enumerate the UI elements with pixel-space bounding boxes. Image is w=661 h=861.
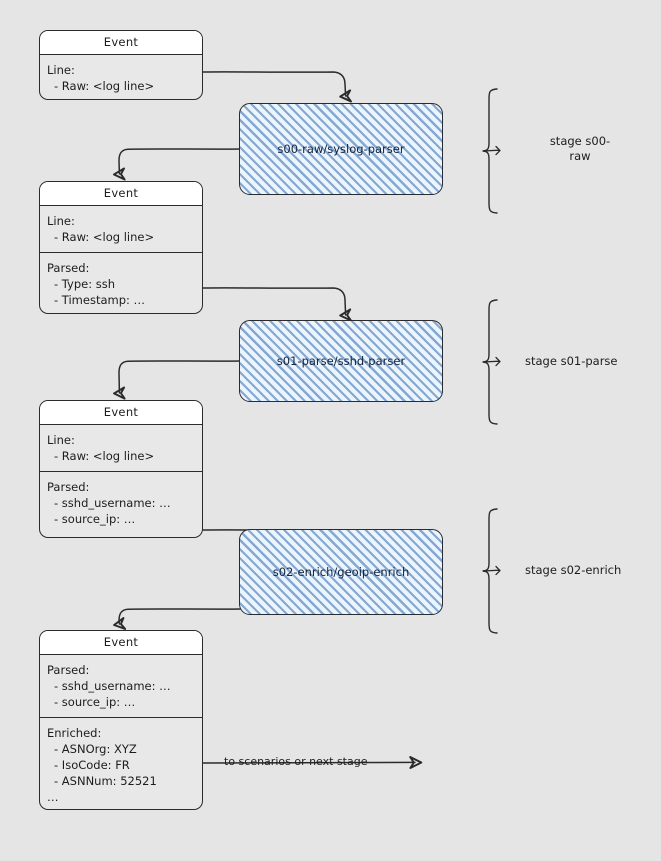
brace-stage-s02 [482,508,501,634]
stage-label-line1: stage s02-enrich [525,563,622,577]
event-box-1: Event Line: - Raw: <log line> [39,30,203,100]
compartment-ellipsis: … [47,790,59,804]
brace-stage-s01 [482,299,501,425]
event-compartment-parsed: Parsed: - Type: ssh - Timestamp: … … [40,252,202,313]
stage-label-s00-raw: stage s00- raw [525,134,635,164]
edge-event1-to-s00 [202,71,346,96]
compartment-title: Line: [47,214,75,228]
edge-event2-to-s01 [202,287,346,315]
compartment-item: - Raw: <log line> [54,79,155,93]
compartment-item: - source_ip: … [54,695,136,709]
compartment-ellipsis: … [47,528,59,538]
event-header: Event [40,31,202,55]
event-compartment-enriched: Enriched: - ASNOrg: XYZ - IsoCode: FR - … [40,717,202,809]
event-header: Event [40,182,202,206]
compartment-ellipsis: … [47,308,202,313]
processor-box-s02-enrich-geoip-enrich[interactable]: s02-enrich/geoip-enrich [239,529,443,615]
event-compartment-line: Line: - Raw: <log line> [40,425,202,471]
stage-label-line2: raw [569,149,591,163]
edge-s01-to-event3 [119,360,241,393]
processor-box-s01-parse-sshd-parser[interactable]: s01-parse/sshd-parser [239,320,443,402]
stage-label-line1: stage s00- [549,134,611,148]
compartment-title: Parsed: [47,261,90,275]
processor-label: s02-enrich/geoip-enrich [272,565,410,579]
compartment-item: - source_ip: … [54,512,136,526]
compartment-title: Line: [47,433,75,447]
stage-label-s01-parse: stage s01-parse [525,354,655,369]
event-box-4: Event Parsed: - sshd_username: … - sourc… [39,630,203,810]
edge-event4-to-next-stage [202,756,423,769]
compartment-item: - sshd_username: … [54,679,171,693]
processor-label: s01-parse/sshd-parser [276,354,406,368]
event-box-3: Event Line: - Raw: <log line> Parsed: - … [39,400,203,538]
brace-stage-s00 [482,88,501,214]
compartment-item: - ASNOrg: XYZ [54,742,137,756]
compartment-title: Line: [47,63,75,77]
event-box-2: Event Line: - Raw: <log line> Parsed: - … [39,181,203,314]
compartment-title: Parsed: [47,663,90,677]
event-compartment-line: Line: - Raw: <log line> [40,55,202,99]
compartment-item: - sshd_username: … [54,496,171,510]
compartment-item: - IsoCode: FR [54,758,130,772]
edge-label-to-next-stage: to scenarios or next stage [224,755,368,768]
event-compartment-parsed: Parsed: - sshd_username: … - source_ip: … [40,471,202,538]
edge-s00-to-event2 [119,148,241,174]
edge-s02-to-event4 [119,608,241,624]
compartment-item: - Raw: <log line> [54,230,155,244]
stage-label-line1: stage s01-parse [525,354,618,368]
compartment-item: - Timestamp: … [54,293,146,307]
event-header: Event [40,631,202,655]
compartment-title: Parsed: [47,480,90,494]
event-compartment-line: Line: - Raw: <log line> [40,206,202,252]
event-compartment-parsed: Parsed: - sshd_username: … - source_ip: … [40,655,202,717]
compartment-item: - ASNNum: 52521 [54,774,157,788]
processor-label: s00-raw/syslog-parser [277,142,405,156]
compartment-item: - Type: ssh [54,277,116,291]
compartment-item: - Raw: <log line> [54,449,155,463]
processor-box-s00-raw-syslog-parser[interactable]: s00-raw/syslog-parser [239,103,443,195]
stage-label-s02-enrich: stage s02-enrich [525,563,655,578]
compartment-title: Enriched: [47,726,102,740]
event-header: Event [40,401,202,425]
